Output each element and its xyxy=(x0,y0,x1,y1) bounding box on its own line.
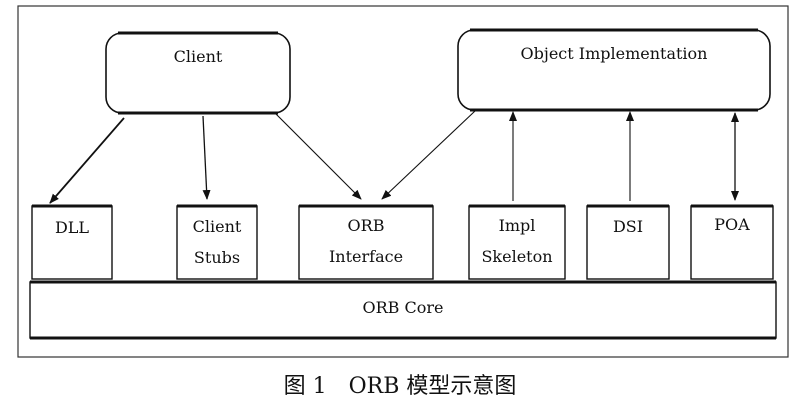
edge-client-to-dll xyxy=(49,117,125,204)
poa-node: POA xyxy=(690,204,774,280)
impl-skeleton-node: Impl Skeleton xyxy=(468,204,566,280)
poa-label: POA xyxy=(714,215,750,234)
orb-interface-node: ORB Interface xyxy=(298,204,434,280)
object-implementation-label: Object Implementation xyxy=(521,44,708,63)
impl-skeleton-label-line1: Impl xyxy=(499,216,536,235)
impl-skeleton-label-line2: Skeleton xyxy=(481,247,552,266)
dll-node: DLL xyxy=(31,204,113,280)
edge-object-implementation-to-orb-interface xyxy=(381,110,476,200)
orb-core-label: ORB Core xyxy=(363,298,444,317)
figure-frame xyxy=(17,5,789,358)
client-stubs-label-line1: Client xyxy=(193,217,242,236)
client-stubs-label-line2: Stubs xyxy=(194,248,240,267)
orb-interface-label-line2: Interface xyxy=(329,247,403,266)
edge-client-to-orb-interface xyxy=(275,113,362,200)
client-label: Client xyxy=(174,47,223,66)
dll-label: DLL xyxy=(55,218,89,237)
object-implementation-node: Object Implementation xyxy=(457,28,771,112)
dsi-label: DSI xyxy=(613,217,643,236)
dsi-node: DSI xyxy=(586,204,670,280)
figure-caption: 图 1 ORB 模型示意图 xyxy=(284,374,517,399)
orb-interface-label-line1: ORB xyxy=(348,216,385,235)
orb-core-node: ORB Core xyxy=(29,280,777,340)
edge-client-to-client-stubs xyxy=(202,115,211,200)
client-node: Client xyxy=(105,31,291,115)
client-stubs-node: Client Stubs xyxy=(176,204,258,280)
